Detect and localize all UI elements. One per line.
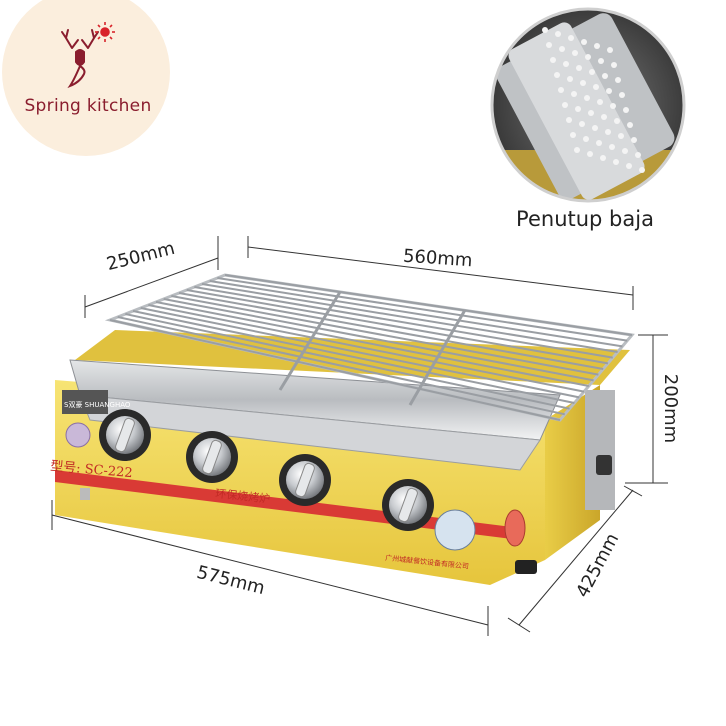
cover-caption: Penutup baja <box>516 207 654 231</box>
cover-perforation <box>555 31 561 37</box>
brand-logo <box>2 0 170 156</box>
cover-perforation <box>567 76 573 82</box>
cover-perforation <box>596 140 602 146</box>
cover-perforation <box>592 125 598 131</box>
cover-perforation <box>597 99 603 105</box>
cover-perforation <box>631 137 637 143</box>
rack-bar <box>201 283 618 353</box>
rack-bar <box>109 319 561 421</box>
cover-perforation <box>572 50 578 56</box>
cover-perforation <box>558 87 564 93</box>
cover-perforation <box>614 118 620 124</box>
rack-bar <box>140 307 580 399</box>
cover-perforation <box>575 106 581 112</box>
cover-perforation <box>623 107 629 113</box>
cover-perforation <box>559 46 565 52</box>
brand-name: Spring kitchen <box>24 96 152 116</box>
cover-perforation <box>606 88 612 94</box>
rack-bar <box>209 280 623 348</box>
rack-bar <box>171 295 599 376</box>
rack-crossbar <box>278 291 342 391</box>
rack-bar <box>186 289 609 365</box>
cover-perforation <box>550 57 556 63</box>
cover-perforation <box>581 39 587 45</box>
cover-perforation <box>562 102 568 108</box>
model-label: 型号: SC-222 <box>50 459 134 481</box>
cover-perforation <box>622 148 628 154</box>
rack-bar <box>163 298 594 382</box>
cover-perforation <box>601 114 607 120</box>
cover-perforation <box>566 117 572 123</box>
grill-rack <box>104 273 635 422</box>
cover-perforation <box>627 122 633 128</box>
rack-bar <box>155 301 589 387</box>
cover-perforation <box>568 35 574 41</box>
burner-knob <box>382 479 434 531</box>
cover-perforation <box>602 73 608 79</box>
cover-perforation <box>626 163 632 169</box>
cover-perforation <box>615 77 621 83</box>
rack-bar <box>132 310 575 404</box>
cover-perforation <box>619 92 625 98</box>
rack-bar <box>217 277 628 342</box>
rack-bar <box>117 316 566 416</box>
cover-perforation <box>574 147 580 153</box>
cover-perforation <box>607 47 613 53</box>
cover-perforation <box>585 54 591 60</box>
cover-perforation <box>546 42 552 48</box>
cover-perforation <box>600 155 606 161</box>
burner-knob <box>186 431 238 483</box>
cover-perforation <box>576 65 582 71</box>
cover-perforation <box>583 136 589 142</box>
cover-perforation <box>570 132 576 138</box>
cover-perforation <box>589 69 595 75</box>
cover-perforation <box>593 84 599 90</box>
grill-body <box>55 330 630 585</box>
burner-knob <box>99 409 151 461</box>
brand-badge: S双豪 SHUANGHAO <box>64 400 131 409</box>
steel-cover-closeup <box>490 7 686 203</box>
cover-perforation <box>610 103 616 109</box>
cover-perforation <box>613 159 619 165</box>
cover-perforation <box>579 121 585 127</box>
rack-bar <box>178 292 604 370</box>
cover-perforation <box>588 110 594 116</box>
dimension-lines <box>51 236 668 636</box>
cover-perforation <box>635 152 641 158</box>
cover-perforation <box>639 167 645 173</box>
cover-perforation <box>584 95 590 101</box>
rack-bar <box>224 274 633 336</box>
cover-perforation <box>611 62 617 68</box>
slogan-label: 环保烧烤炉 <box>215 486 271 506</box>
rack-crossbar <box>408 309 467 406</box>
burner-knob <box>279 454 331 506</box>
dimension-height: 200mm <box>660 373 682 444</box>
cover-perforation <box>542 27 548 33</box>
cover-perforation <box>580 80 586 86</box>
cover-perforation <box>571 91 577 97</box>
cover-perforation <box>598 58 604 64</box>
cover-perforation <box>587 151 593 157</box>
rack-bar <box>194 286 613 359</box>
cover-perforation <box>563 61 569 67</box>
cover-perforation <box>618 133 624 139</box>
logo-text-wrap: Spring kitchen <box>3 3 173 143</box>
cover-perforation <box>609 144 615 150</box>
rack-bar <box>125 313 570 410</box>
cover-perforation <box>554 72 560 78</box>
rack-bar <box>148 304 585 393</box>
cover-perforation <box>605 129 611 135</box>
cover-perforation <box>594 43 600 49</box>
